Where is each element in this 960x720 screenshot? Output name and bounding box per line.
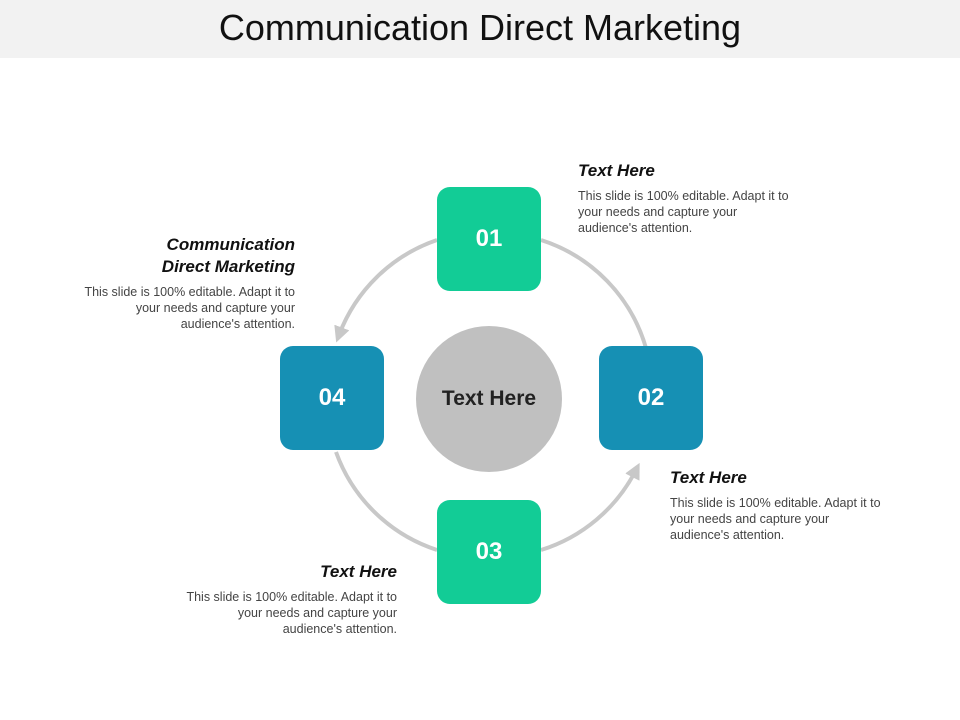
center-label: Text Here <box>441 387 537 410</box>
step-box-01: 01 <box>437 187 541 291</box>
step-number-04: 04 <box>318 384 346 411</box>
ring-arc-03-04 <box>334 451 438 552</box>
step-text-04: Communication Direct Marketing This slid… <box>80 234 295 332</box>
step-body-04: This slide is 100% editable. Adapt it to… <box>84 285 295 331</box>
step-heading-04: Communication Direct Marketing <box>161 235 295 276</box>
ring-arc-02-03-arrow <box>540 462 640 552</box>
step-text-02: Text Here This slide is 100% editable. A… <box>670 467 885 543</box>
step-box-02: 02 <box>599 346 703 450</box>
step-number-02: 02 <box>637 384 665 411</box>
step-body-01: This slide is 100% editable. Adapt it to… <box>578 189 789 235</box>
step-body-02: This slide is 100% editable. Adapt it to… <box>670 496 881 542</box>
step-body-03: This slide is 100% editable. Adapt it to… <box>186 590 397 636</box>
slide-title: Communication Direct Marketing <box>218 7 742 48</box>
step-number-03: 03 <box>475 538 503 565</box>
ring-arc-04-01-arrow <box>334 238 438 343</box>
step-box-04: 04 <box>280 346 384 450</box>
step-text-01: Text Here This slide is 100% editable. A… <box>578 160 793 236</box>
ring-arc-01-02 <box>540 238 648 349</box>
step-heading-01: Text Here <box>578 161 655 180</box>
step-box-03: 03 <box>437 500 541 604</box>
step-number-01: 01 <box>475 225 503 252</box>
center-circle: Text Here <box>416 326 562 472</box>
title-bar <box>0 0 960 58</box>
step-text-03: Text Here This slide is 100% editable. A… <box>182 561 397 637</box>
step-heading-03: Text Here <box>320 562 397 581</box>
step-heading-02: Text Here <box>670 468 747 487</box>
